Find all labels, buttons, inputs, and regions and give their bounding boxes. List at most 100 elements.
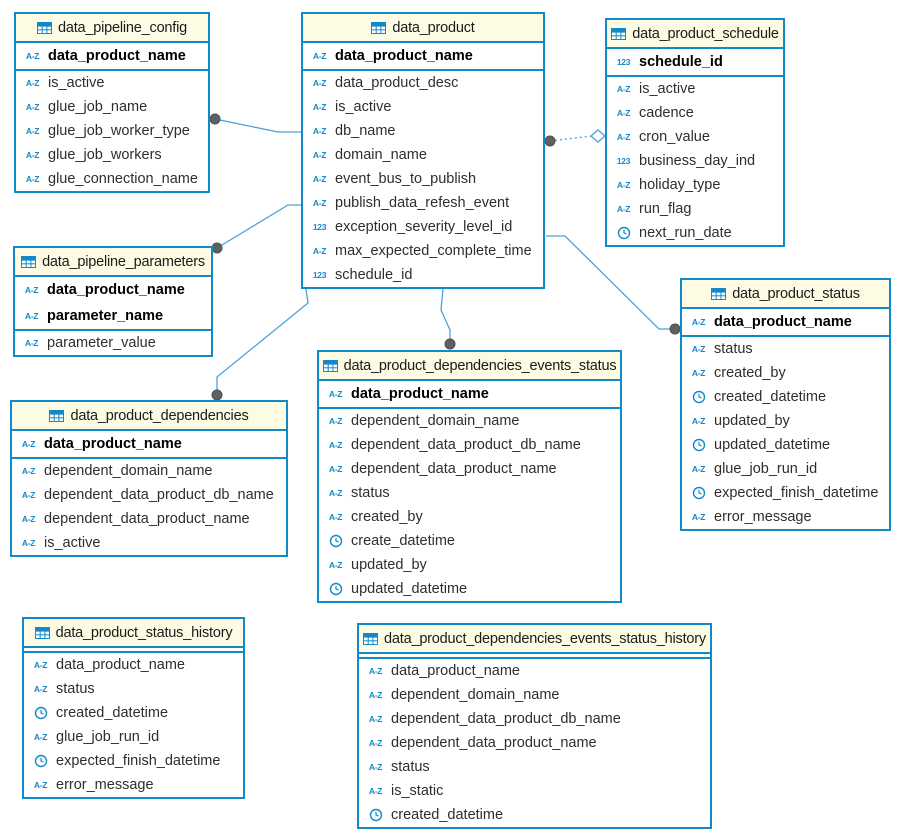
column-updated_datetime[interactable]: updated_datetime <box>319 577 620 601</box>
relationship-line-data_product-to-data_product_dependencies_events_status[interactable] <box>440 288 451 344</box>
column-label: cadence <box>639 104 694 121</box>
column-create_datetime[interactable]: create_datetime <box>319 529 620 553</box>
table-data_product_dependencies_events_status_history[interactable]: data_product_dependencies_events_status_… <box>357 623 712 829</box>
column-updated_datetime[interactable]: updated_datetime <box>682 433 889 457</box>
relationship-endpoint-dot <box>211 389 223 401</box>
table-header[interactable]: data_product_schedule <box>607 20 783 49</box>
table-header[interactable]: data_product <box>303 14 543 43</box>
text-type-icon: A-Z <box>616 131 631 142</box>
table-header[interactable]: data_product_status_history <box>24 619 243 648</box>
column-next_run_date[interactable]: next_run_date <box>607 221 783 245</box>
column-label: data_product_name <box>47 281 185 298</box>
text-type-icon: A-Z <box>312 197 327 208</box>
table-header[interactable]: data_product_dependencies_events_status_… <box>359 625 710 654</box>
column-created_datetime[interactable]: created_datetime <box>24 701 243 725</box>
pk-column-data_product_name[interactable]: A-Z data_product_name <box>15 277 211 303</box>
column-created_datetime[interactable]: created_datetime <box>682 385 889 409</box>
column-created_datetime[interactable]: created_datetime <box>359 803 710 827</box>
relationship-line-data_pipeline_config-to-data_product[interactable] <box>214 118 301 133</box>
column-expected_finish_datetime[interactable]: expected_finish_datetime <box>682 481 889 505</box>
relationship-line-data_product-to-data_product_schedule[interactable] <box>549 135 593 142</box>
relationship-endpoint-dot <box>544 135 556 147</box>
table-header[interactable]: data_pipeline_parameters <box>15 248 211 277</box>
table-title: data_product_dependencies <box>70 407 249 424</box>
table-header[interactable]: data_product_dependencies_events_status <box>319 352 620 381</box>
relationship-line-data_product-to-data_product_dependencies[interactable] <box>216 288 309 395</box>
table-header[interactable]: data_pipeline_config <box>16 14 208 43</box>
column-label: updated_datetime <box>714 436 831 453</box>
column-expected_finish_datetime[interactable]: expected_finish_datetime <box>24 749 243 773</box>
relationship-line-data_product-to-data_product_status[interactable] <box>546 235 675 330</box>
relationship-line-data_pipeline_parameters-to-data_product[interactable] <box>216 204 301 249</box>
text-type-icon: A-Z <box>24 284 39 295</box>
text-type-icon: A-Z <box>33 659 48 670</box>
table-header[interactable]: data_product_status <box>682 280 889 309</box>
text-type-icon: A-Z <box>691 463 706 474</box>
table-header[interactable]: data_product_dependencies <box>12 402 286 431</box>
column-label: created_by <box>714 364 786 381</box>
